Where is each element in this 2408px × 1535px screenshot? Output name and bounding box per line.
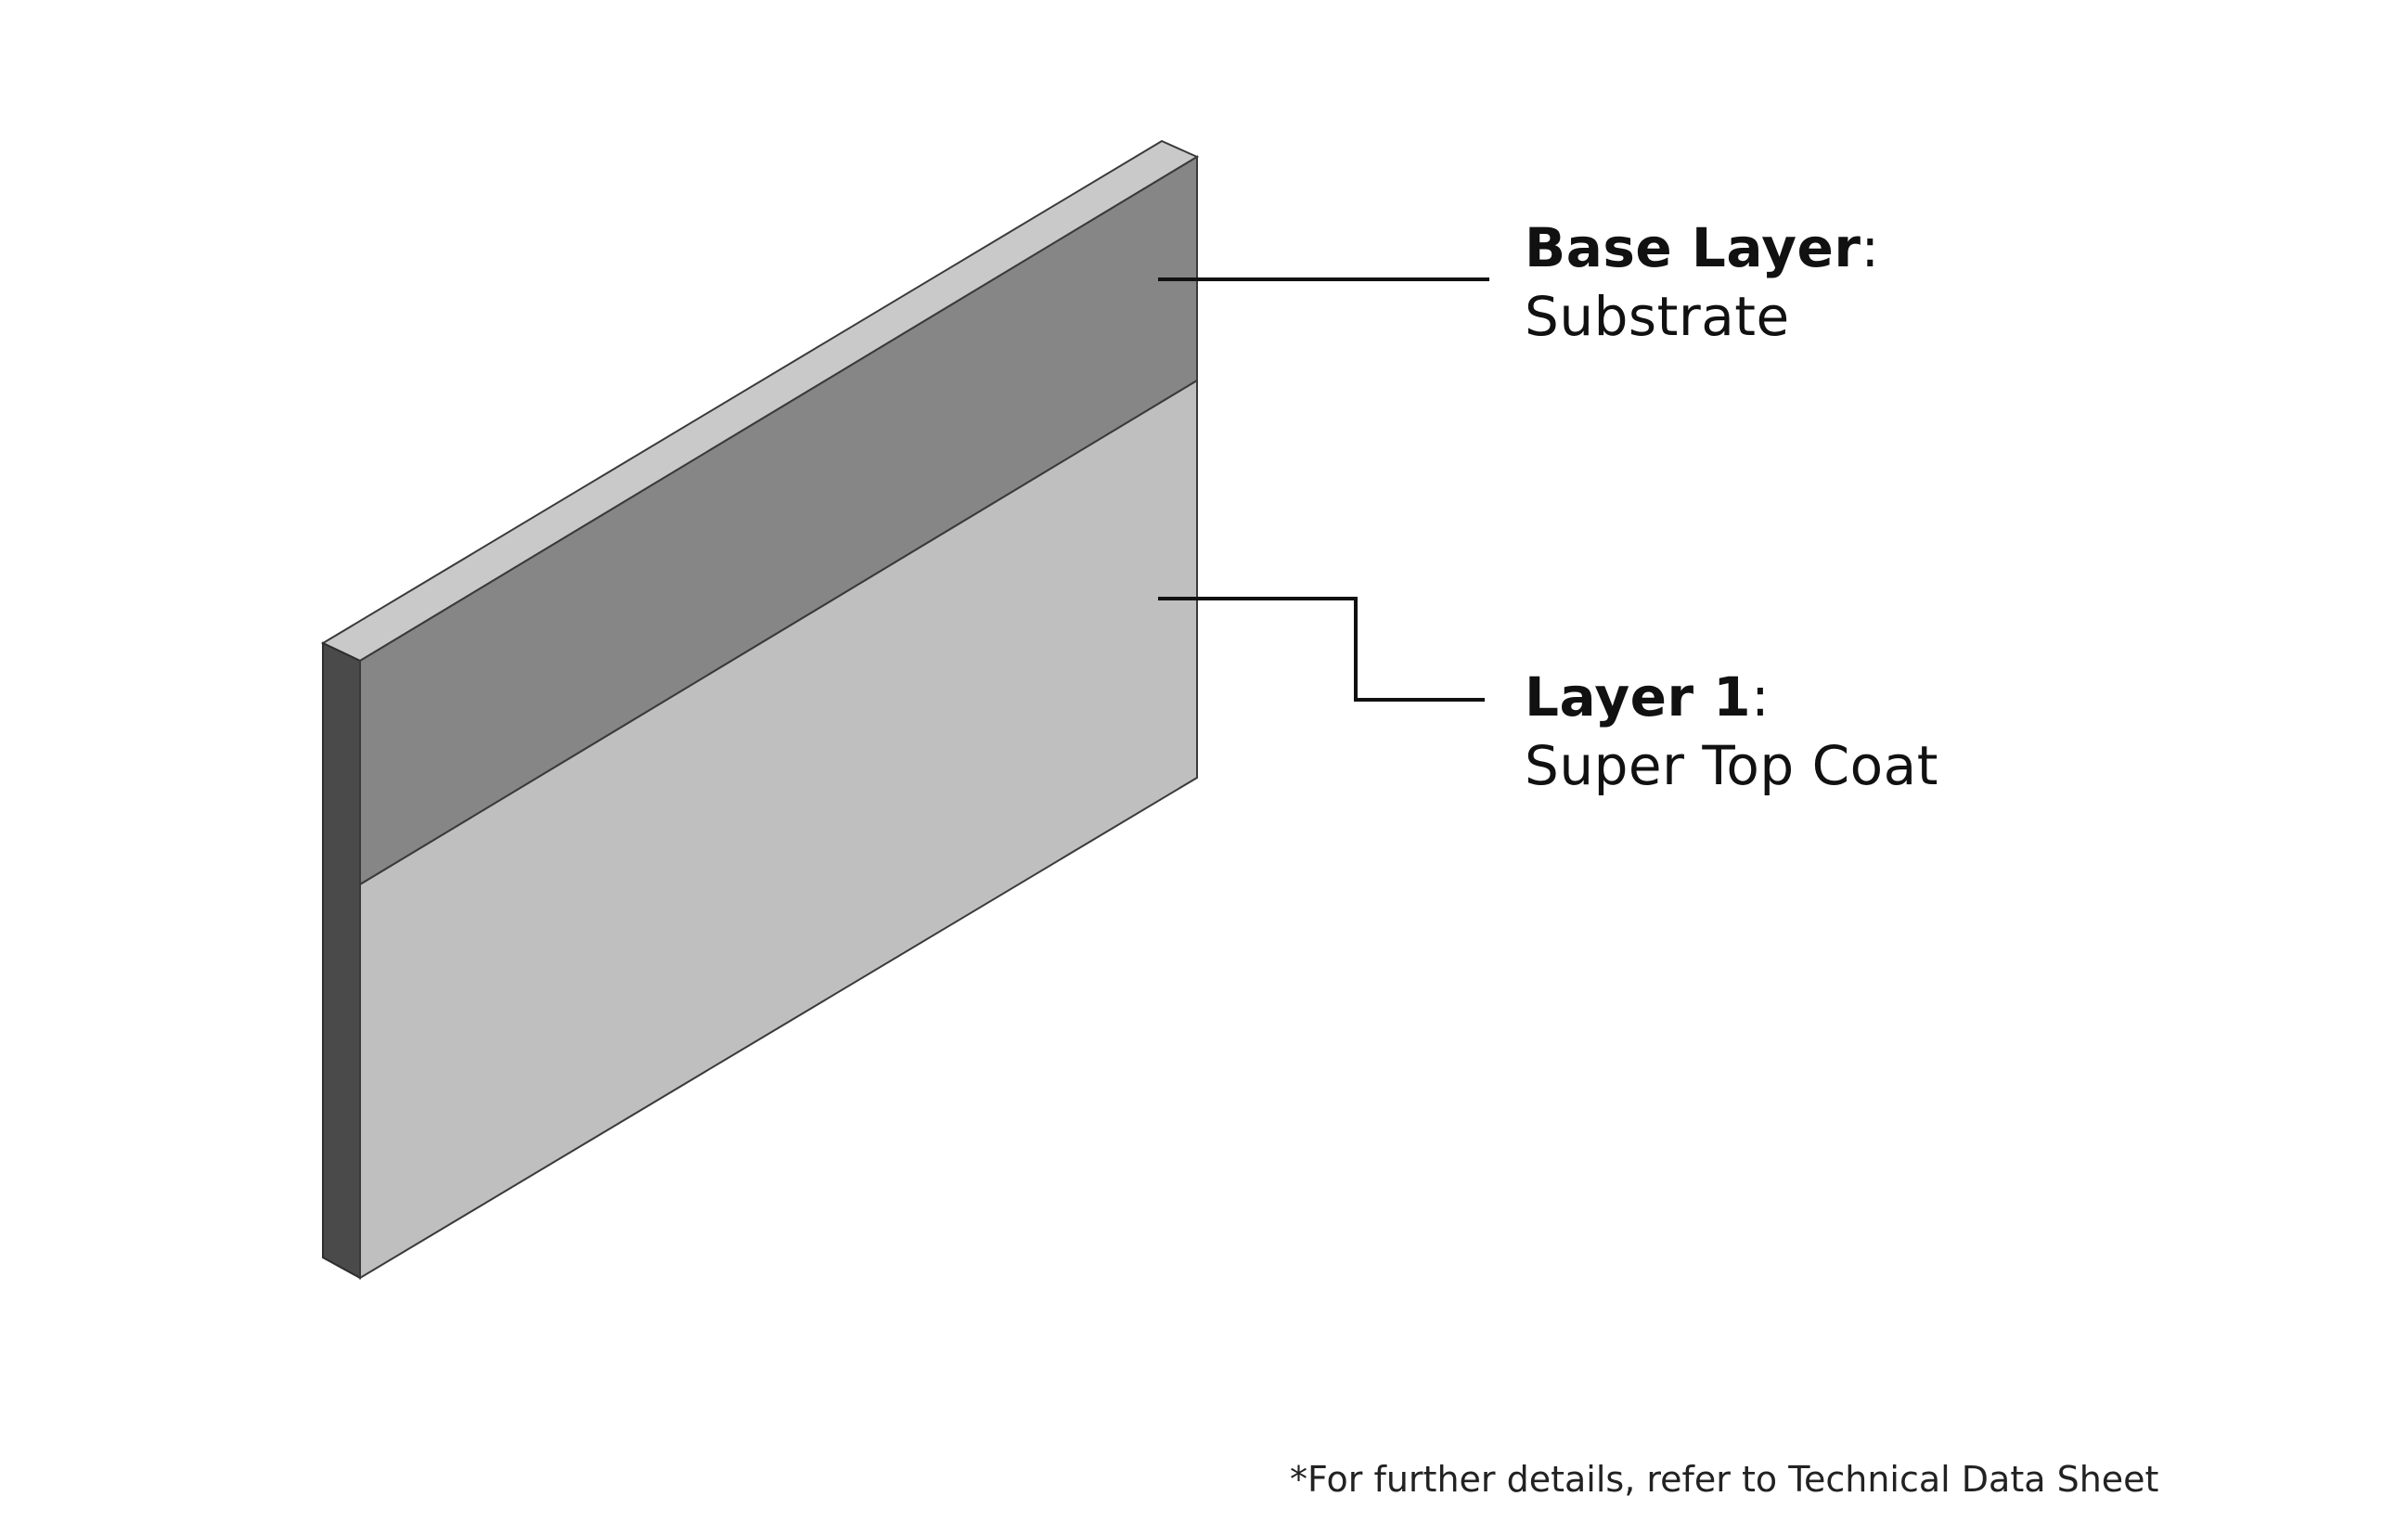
layer1-face [359, 379, 1198, 1280]
footnote: *For further details, refer to Technical… [1290, 1459, 2159, 1500]
base-layer-title: Base Layer: [1525, 216, 1880, 279]
base-layer-label: Base Layer: Substrate [1525, 221, 1880, 343]
layer1-leader-line [1158, 597, 1485, 702]
layer1-label: Layer 1: Super Top Coat [1525, 670, 1938, 793]
layer1-title: Layer 1: [1525, 665, 1771, 729]
base-layer-subtitle: Substrate [1525, 285, 1790, 348]
layer1-subtitle: Super Top Coat [1525, 734, 1938, 797]
panel-side-edge [322, 641, 361, 1280]
